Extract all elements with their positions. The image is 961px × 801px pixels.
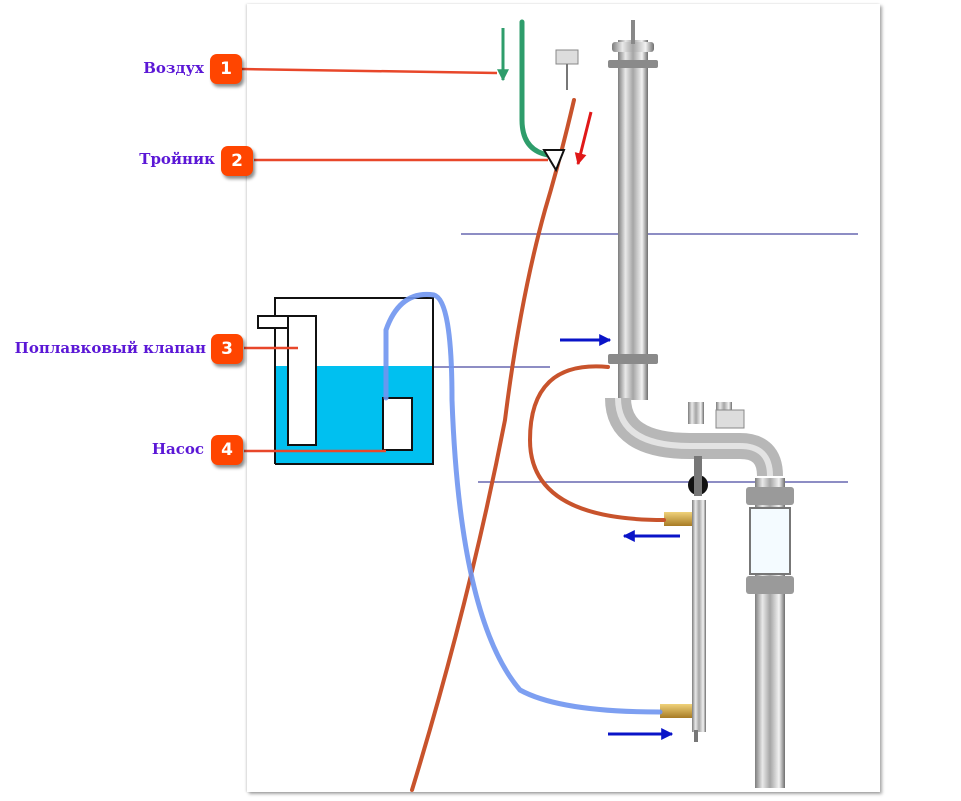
callout-label-tee: Тройник (139, 150, 215, 168)
hoses (383, 19, 666, 792)
leader-lines (241, 67, 548, 453)
callout-label-pump: Насос (151, 440, 204, 458)
hot-flow-arrow (574, 111, 593, 166)
flow-arrows (497, 28, 680, 740)
distillation-column (605, 20, 794, 788)
tee-fitting (542, 149, 566, 173)
pump (382, 397, 413, 451)
thermometer-top (555, 49, 579, 90)
air-hose (519, 19, 551, 158)
callout-label-float-valve: Поплавковый клапан (14, 339, 206, 357)
condenser (660, 500, 706, 742)
copper-hose-main (410, 98, 576, 792)
callout-badge-3: 3 (211, 334, 243, 364)
callout-label-air: Воздух (143, 59, 204, 77)
float-valve (257, 315, 317, 446)
thermometer-bottom (715, 409, 745, 429)
callout-badge-2: 2 (221, 146, 253, 176)
callout-badge-4: 4 (211, 435, 243, 465)
copper-hose-dephlegmator (527, 364, 666, 522)
callout-badge-1: 1 (210, 54, 242, 84)
water-hose (383, 291, 663, 715)
reference-lines (420, 233, 858, 483)
